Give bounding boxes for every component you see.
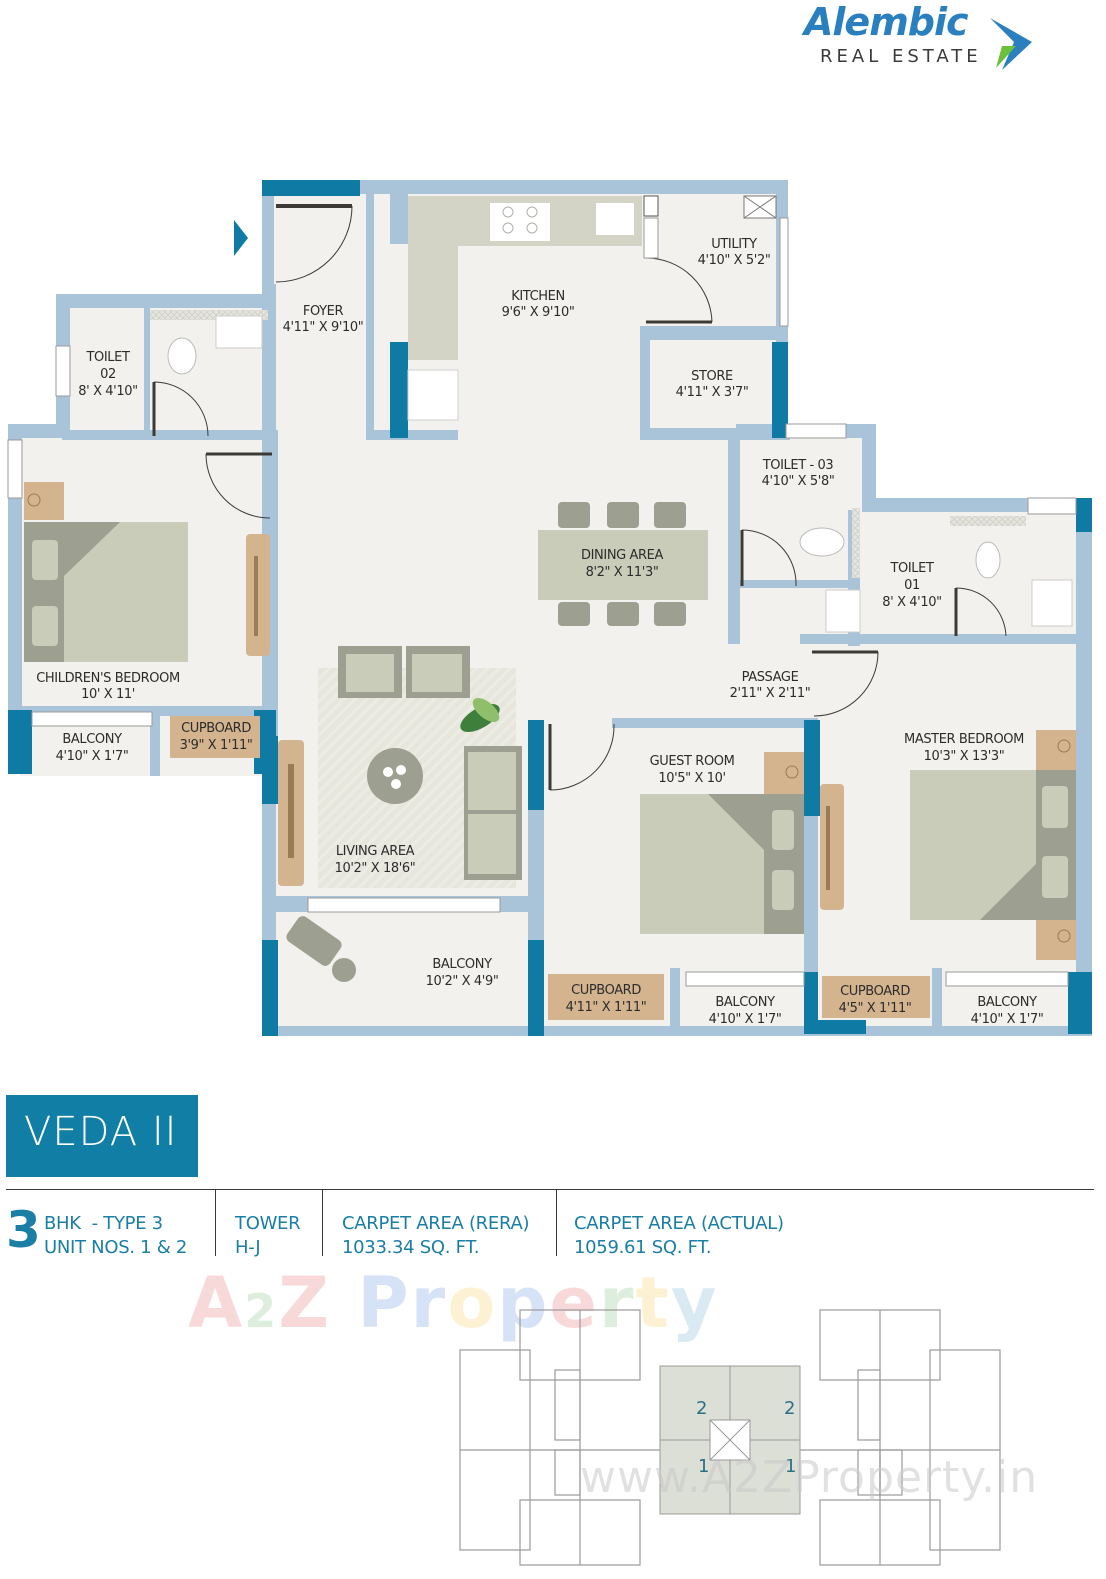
label-cupboard-guest: CUPBOARD: [571, 983, 641, 998]
dining-table: [538, 502, 708, 626]
label-kitchen: KITCHEN: [511, 289, 565, 304]
master-bed: [820, 730, 1076, 1018]
balcony-chair: [286, 916, 356, 982]
plant-icon: [460, 698, 500, 732]
unit-type-block: BHK - TYPE 3 UNIT NOS. 1 & 2: [44, 1212, 187, 1260]
floor-plan: FOYER 4'11" X 9'10" KITCHEN 9'6" X 9'10"…: [7, 180, 1092, 1036]
toilet-fixtures: [150, 310, 1073, 633]
label-dining: DINING AREA: [581, 548, 663, 563]
svg-text:4'11" X 3'7": 4'11" X 3'7": [676, 385, 749, 400]
project-title-box: VEDA II: [6, 1095, 198, 1177]
label-toilet-02: TOILET: [85, 350, 129, 365]
guest-bed: [548, 752, 804, 1020]
svg-text:8'2" X 11'3": 8'2" X 11'3": [586, 565, 659, 580]
logo-wordmark: Alembic: [804, 0, 969, 44]
svg-text:4'10" X 1'7": 4'10" X 1'7": [56, 749, 129, 764]
unit-label: 2: [784, 1398, 795, 1419]
label-guest-room: GUEST ROOM: [650, 754, 735, 769]
unit-label: 1: [698, 1456, 709, 1477]
label-master-bedroom: MASTER BEDROOM: [904, 732, 1024, 747]
svg-text:8' X 4'10": 8' X 4'10": [882, 595, 941, 610]
svg-text:3'9" X 1'11": 3'9" X 1'11": [180, 738, 253, 753]
alembic-logo: Alembic REAL ESTATE: [800, 0, 1040, 72]
carpet-actual-label: CARPET AREA (ACTUAL): [574, 1213, 784, 1234]
windows: [7, 217, 1077, 987]
carpet-actual-block: CARPET AREA (ACTUAL) 1059.61 SQ. FT.: [574, 1212, 784, 1260]
carpet-actual-value: 1059.61 SQ. FT.: [574, 1237, 712, 1258]
divider: [215, 1190, 216, 1256]
svg-text:01: 01: [904, 578, 920, 593]
coffee-table: [367, 748, 423, 804]
label-living: LIVING AREA: [336, 844, 415, 859]
unit-label: 1: [785, 1456, 796, 1477]
svg-text:2'11" X 2'11": 2'11" X 2'11": [730, 686, 811, 701]
svg-text:4'10" X 1'7": 4'10" X 1'7": [971, 1012, 1044, 1027]
unit-label: 2: [696, 1398, 707, 1419]
sink-icon: [596, 203, 634, 235]
label-utility: UTILITY: [711, 237, 757, 252]
label-balcony-living: BALCONY: [432, 957, 492, 972]
label-childrens-bedroom: CHILDREN'S BEDROOM: [36, 671, 180, 686]
label-cupboard-children: CUPBOARD: [181, 721, 251, 736]
svg-text:10'5" X 10': 10'5" X 10': [658, 771, 725, 786]
divider: [556, 1190, 557, 1256]
carpet-rera-value: 1033.34 SQ. FT.: [342, 1237, 480, 1258]
label-passage: PASSAGE: [742, 670, 799, 685]
key-plan: 2 2 1 1: [459, 1309, 1001, 1566]
divider-line: [6, 1189, 1094, 1190]
svg-text:10'2" X 18'6": 10'2" X 18'6": [335, 861, 416, 876]
tower-label: TOWER: [235, 1213, 301, 1234]
unit-numbers: UNIT NOS. 1 & 2: [44, 1237, 188, 1258]
label-foyer: FOYER: [303, 304, 344, 319]
svg-text:9'6" X 9'10": 9'6" X 9'10": [502, 305, 575, 320]
label-toilet-01: TOILET: [889, 561, 933, 576]
svg-text:4'10" X 5'2": 4'10" X 5'2": [698, 253, 771, 268]
kitchen-counter: [407, 195, 777, 421]
stove-icon: [490, 203, 550, 241]
tower-block: TOWER H-J: [235, 1212, 301, 1260]
svg-text:10'3" X 13'3": 10'3" X 13'3": [924, 749, 1005, 764]
label-toilet-03: TOILET - 03: [762, 458, 834, 473]
label-balcony-guest: BALCONY: [715, 995, 775, 1010]
svg-text:10'2" X 4'9": 10'2" X 4'9": [426, 974, 499, 989]
svg-text:4'10" X 5'8": 4'10" X 5'8": [762, 474, 835, 489]
chevron-logo-icon: [990, 18, 1032, 70]
svg-text:4'11" X 1'11": 4'11" X 1'11": [566, 1000, 647, 1015]
watermark-url: www.A2ZProperty.in: [580, 1452, 1039, 1503]
doors: [152, 204, 1007, 791]
svg-text:02: 02: [100, 367, 116, 382]
divider: [322, 1190, 323, 1256]
label-store: STORE: [691, 369, 733, 384]
tower-value: H-J: [235, 1237, 261, 1258]
svg-text:4'11" X 9'10": 4'11" X 9'10": [283, 320, 364, 335]
label-cupboard-master: CUPBOARD: [840, 984, 910, 999]
label-balcony-children: BALCONY: [62, 732, 122, 747]
children-bed: [24, 482, 270, 758]
living-furniture: [278, 646, 522, 888]
project-title: VEDA II: [24, 1109, 178, 1155]
bhk-type: BHK - TYPE 3: [44, 1213, 163, 1234]
carpet-rera-block: CARPET AREA (RERA) 1033.34 SQ. FT.: [342, 1212, 529, 1260]
svg-text:10' X 11': 10' X 11': [81, 687, 135, 702]
room-labels: FOYER 4'11" X 9'10" KITCHEN 9'6" X 9'10"…: [36, 237, 1044, 1027]
svg-text:4'5" X 1'11": 4'5" X 1'11": [839, 1001, 912, 1016]
carpet-rera-label: CARPET AREA (RERA): [342, 1213, 530, 1234]
label-balcony-master: BALCONY: [977, 995, 1037, 1010]
entry-arrow-icon: [234, 220, 248, 256]
watermark-logo: A2Z Property: [188, 1262, 719, 1344]
logo-tagline: REAL ESTATE: [820, 46, 982, 67]
svg-text:4'10" X 1'7": 4'10" X 1'7": [709, 1012, 782, 1027]
svg-text:8' X 4'10": 8' X 4'10": [78, 384, 137, 399]
bhk-number: 3: [6, 1201, 41, 1259]
